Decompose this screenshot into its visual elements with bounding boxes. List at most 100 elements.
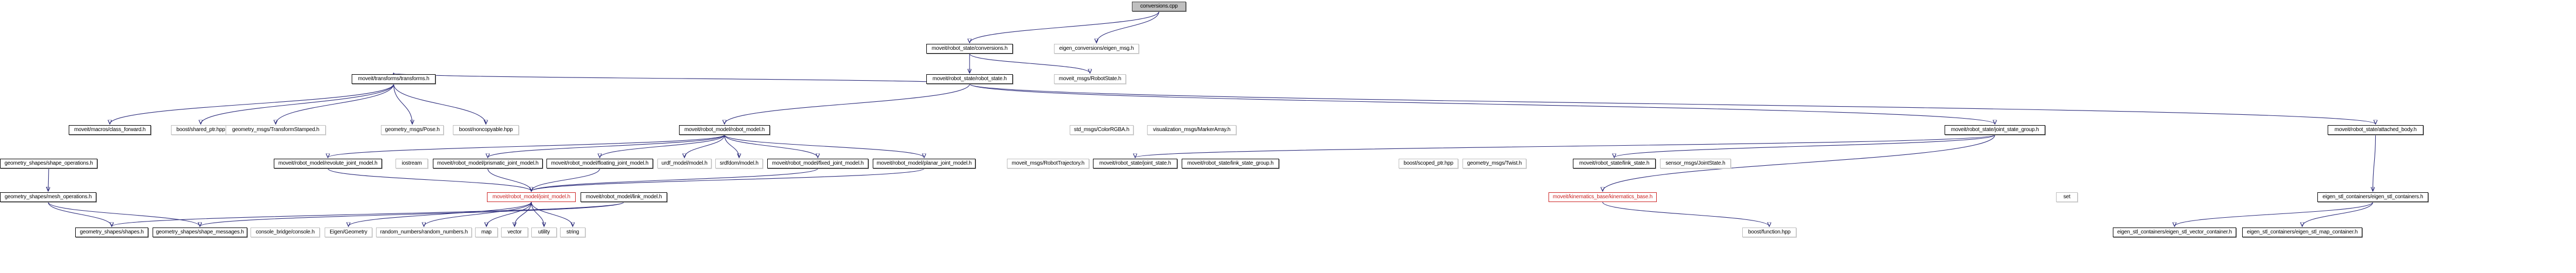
graph-node-n22[interactable]: srdfdom/model.h (715, 159, 763, 168)
graph-node-label: moveit/robot_state/robot_state.h (932, 76, 1007, 82)
graph-node-n28[interactable]: boost/scoped_ptr.hpp (1399, 159, 1458, 168)
graph-node-n13[interactable]: visualization_msgs/MarkerArray.h (1147, 125, 1236, 135)
graph-node-label: moveit/robot_state/conversions.h (931, 46, 1008, 51)
graph-node-n36[interactable]: set (2056, 192, 2078, 202)
graph-node-n2[interactable]: eigen_conversions/eigen_msg.h (1054, 44, 1139, 54)
graph-node-label: moveit/robot_model/revolute_joint_model.… (278, 160, 378, 166)
graph-edge (276, 83, 394, 124)
graph-node-n49[interactable]: eigen_stl_containers/eigen_stl_map_conta… (2242, 227, 2362, 237)
graph-edge (1135, 134, 1995, 158)
graph-node-n43[interactable]: map (475, 227, 498, 237)
graph-node-n11[interactable]: moveit/robot_model/robot_model.h (679, 125, 770, 135)
graph-node-n15[interactable]: moveit/robot_state/attached_body.h (2328, 125, 2423, 135)
graph-edge (531, 202, 544, 226)
graph-node-n4[interactable]: moveit/robot_state/robot_state.h (926, 74, 1013, 84)
graph-node-n3[interactable]: moveit/transforms/transforms.h (352, 74, 436, 84)
graph-node-n25[interactable]: moveit_msgs/RobotTrajectory.h (1007, 159, 1089, 168)
graph-edge (2175, 202, 2374, 226)
graph-node-label: sensor_msgs/JointState.h (1665, 160, 1725, 166)
graph-edge (200, 202, 624, 226)
graph-node-label: moveit/robot_model/floating_joint_model.… (551, 160, 649, 166)
graph-edge (969, 83, 1995, 124)
graph-node-n23[interactable]: moveit/robot_model/fixed_joint_model.h (767, 159, 868, 168)
graph-edge (969, 83, 2376, 124)
graph-node-n48[interactable]: eigen_stl_containers/eigen_stl_vector_co… (2113, 227, 2236, 237)
graph-edge (393, 83, 413, 124)
graph-node-n27[interactable]: moveit/robot_state/link_state_group.h (1182, 159, 1279, 168)
graph-node-label: moveit/robot_model/planar_joint_model.h (877, 160, 972, 166)
graph-node-label: moveit/robot_model/link_model.h (585, 194, 662, 200)
graph-node-label: moveit_msgs/RobotState.h (1058, 76, 1122, 82)
graph-node-n26[interactable]: moveit/robot_state/joint_state.h (1093, 159, 1177, 168)
graph-node-label: moveit/robot_model/joint_model.h (492, 194, 570, 200)
graph-node-label: moveit/transforms/transforms.h (358, 76, 430, 82)
graph-node-n5[interactable]: moveit_msgs/RobotState.h (1054, 74, 1126, 84)
graph-edge (531, 202, 573, 226)
graph-edge (2302, 202, 2374, 226)
graph-node-label: eigen_stl_containers/eigen_stl_container… (2322, 194, 2423, 200)
graph-edge (1603, 134, 1995, 191)
graph-edge (515, 202, 532, 226)
graph-node-n20[interactable]: moveit/robot_model/floating_joint_model.… (546, 159, 653, 168)
graph-node-n44[interactable]: vector (501, 227, 528, 237)
graph-node-n19[interactable]: moveit/robot_model/prismatic_joint_model… (433, 159, 543, 168)
graph-node-n31[interactable]: sensor_msgs/JointState.h (1660, 159, 1731, 168)
graph-node-label: geometry_shapes/shapes.h (80, 229, 144, 235)
graph-node-n40[interactable]: console_bridge/console.h (251, 227, 320, 237)
graph-node-n14[interactable]: moveit/robot_state/joint_state_group.h (1945, 125, 2045, 135)
graph-node-label: boost/scoped_ptr.hpp (1404, 160, 1453, 166)
graph-node-n42[interactable]: random_numbers/random_numbers.h (376, 227, 472, 237)
graph-node-label: moveit/robot_state/joint_state_group.h (1951, 127, 2039, 133)
graph-node-label: geometry_shapes/shape_operations.h (4, 160, 93, 166)
graph-node-n33[interactable]: moveit/robot_model/joint_model.h (487, 192, 576, 202)
graph-node-label: eigen_stl_containers/eigen_stl_vector_co… (2117, 229, 2232, 235)
graph-node-n1[interactable]: moveit/robot_state/conversions.h (926, 44, 1013, 54)
graph-node-label: srdfdom/model.h (720, 160, 759, 166)
graph-node-label: geometry_msgs/Twist.h (1467, 160, 1522, 166)
graph-node-n38[interactable]: geometry_shapes/shapes.h (75, 227, 148, 237)
graph-edge (724, 134, 739, 158)
graph-node-n29[interactable]: geometry_msgs/Twist.h (1462, 159, 1526, 168)
graph-node-n30[interactable]: moveit/robot_state/link_state.h (1573, 159, 1656, 168)
graph-node-n41[interactable]: Eigen/Geometry (325, 227, 372, 237)
graph-node-label: iostream (401, 160, 422, 166)
graph-node-label: Eigen/Geometry (330, 229, 367, 235)
graph-node-label: geometry_msgs/Pose.h (385, 127, 440, 133)
graph-node-label: moveit/robot_model/prismatic_joint_model… (437, 160, 539, 166)
graph-node-n0[interactable]: conversions.cpp (1132, 2, 1186, 11)
graph-node-n21[interactable]: urdf_model/model.h (657, 159, 711, 168)
graph-node-label: moveit/kinematics_base/kinematics_base.h (1552, 194, 1653, 200)
graph-node-n12[interactable]: std_msgs/ColorRGBA.h (1070, 125, 1134, 135)
graph-node-n6[interactable]: moveit/macros/class_forward.h (69, 125, 151, 135)
graph-node-n35[interactable]: moveit/kinematics_base/kinematics_base.h (1549, 192, 1657, 202)
graph-node-n9[interactable]: geometry_msgs/Pose.h (381, 125, 444, 135)
graph-node-label: moveit/robot_model/robot_model.h (684, 127, 765, 133)
graph-edge (393, 83, 486, 124)
graph-edge (327, 168, 531, 191)
graph-node-label: moveit/robot_model/fixed_joint_model.h (772, 160, 864, 166)
graph-edge (684, 134, 725, 158)
graph-edge (969, 53, 1090, 73)
graph-node-n47[interactable]: boost/function.hpp (1742, 227, 1796, 237)
graph-node-n18[interactable]: iostream (396, 159, 428, 168)
graph-node-n7[interactable]: boost/shared_ptr.hpp (171, 125, 230, 135)
graph-node-n45[interactable]: utility (531, 227, 557, 237)
graph-node-n37[interactable]: eigen_stl_containers/eigen_stl_container… (2317, 192, 2428, 202)
graph-node-label: std_msgs/ColorRGBA.h (1073, 127, 1130, 133)
graph-node-label: eigen_stl_containers/eigen_stl_map_conta… (2246, 229, 2358, 235)
graph-node-n24[interactable]: moveit/robot_model/planar_joint_model.h (873, 159, 976, 168)
graph-node-n46[interactable]: string (560, 227, 585, 237)
graph-node-n39[interactable]: geometry_shapes/shape_messages.h (153, 227, 247, 237)
graph-edge (112, 202, 624, 226)
graph-node-n8[interactable]: geometry_msgs/TransformStamped.h (226, 125, 326, 135)
graph-node-n32[interactable]: geometry_shapes/mesh_operations.h (0, 192, 96, 202)
graph-node-n34[interactable]: moveit/robot_model/link_model.h (581, 192, 667, 202)
graph-node-n10[interactable]: boost/noncopyable.hpp (453, 125, 519, 135)
graph-node-n16[interactable]: geometry_shapes/shape_operations.h (0, 159, 97, 168)
graph-node-label: moveit_msgs/RobotTrajectory.h (1011, 160, 1085, 166)
graph-edge (724, 134, 818, 158)
graph-edge (1097, 11, 1159, 43)
graph-node-n17[interactable]: moveit/robot_model/revolute_joint_model.… (274, 159, 382, 168)
